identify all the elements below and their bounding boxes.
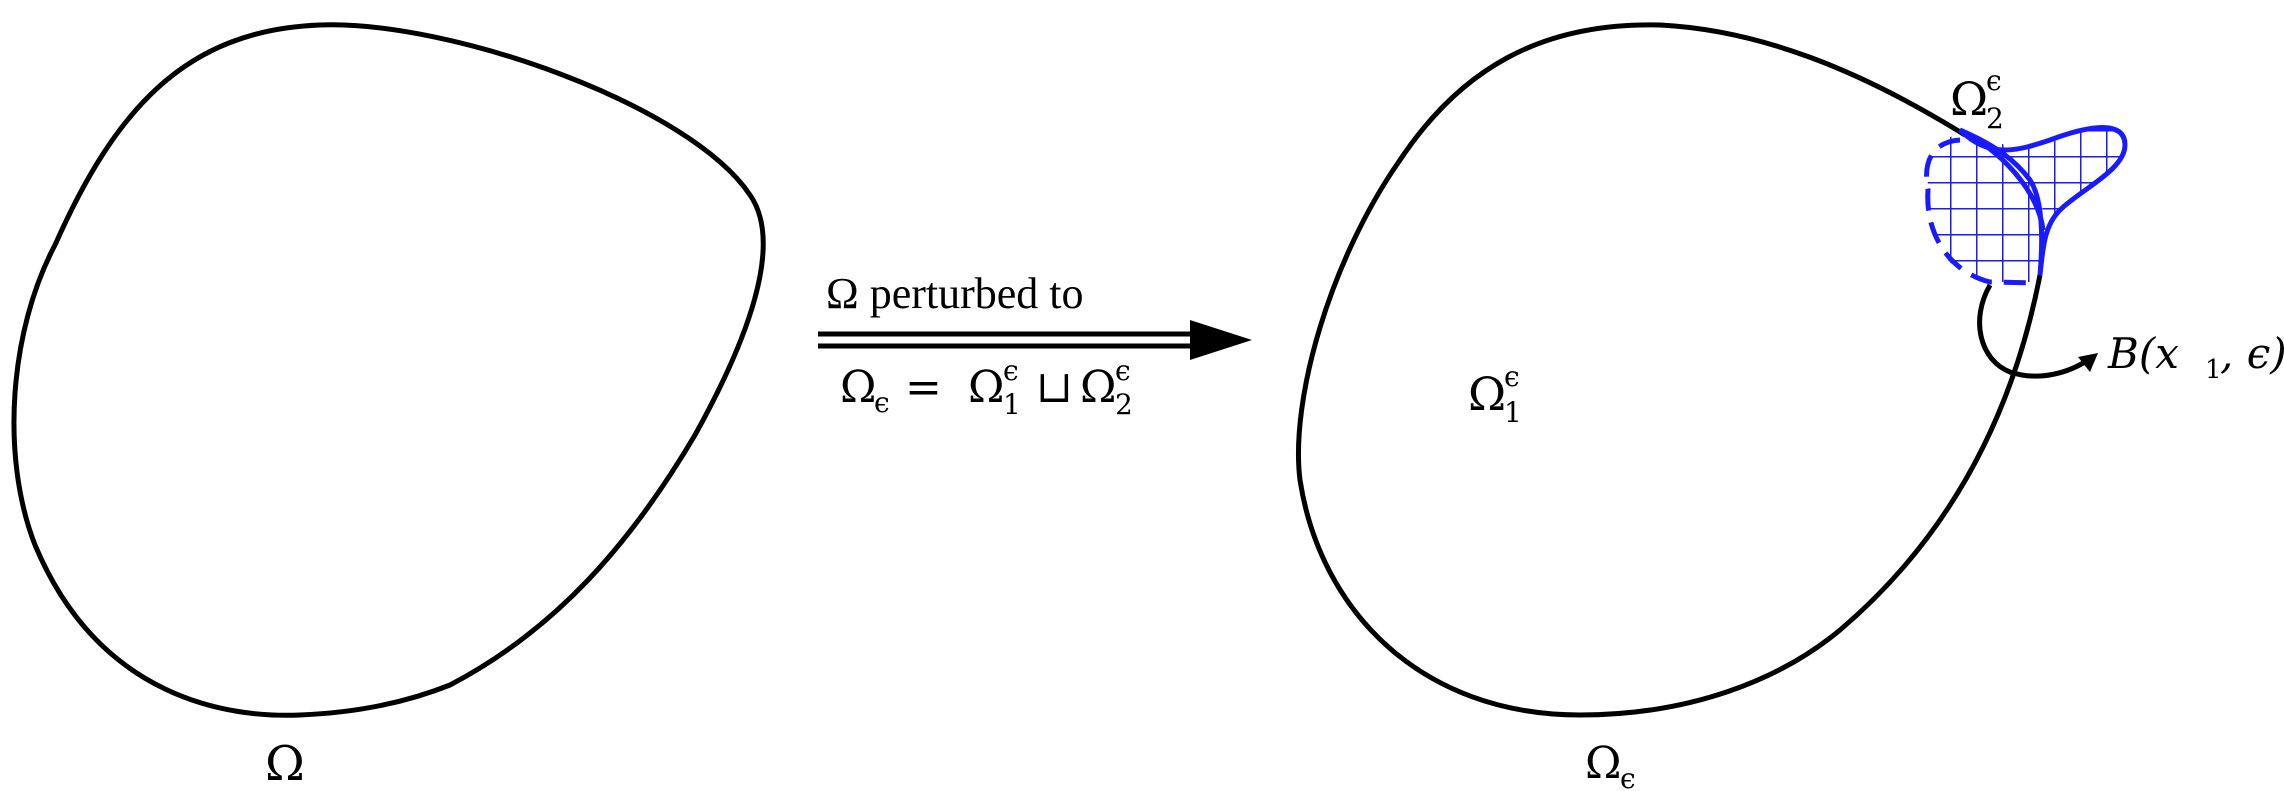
omega-eps-domain-boundary — [1295, 22, 2043, 718]
ball-pointer-arrowhead — [2078, 353, 2098, 372]
omega-eps-base: Ω — [1585, 738, 1621, 789]
formula-op: ⊔ — [1036, 362, 1073, 413]
ball-pointer-curve — [1977, 283, 2090, 379]
omega2-sup: ϵ — [1986, 64, 2002, 97]
formula-b-sup: ϵ — [1115, 354, 1131, 387]
omega-eps-label: Ω ϵ — [1585, 738, 1636, 791]
omega1-sup: ϵ — [1504, 360, 1520, 393]
omega1-sub: 1 — [1504, 396, 1522, 429]
arrow-top-label: Ω perturbed to — [826, 269, 1084, 318]
ball-label: B(x 1 , ϵ) — [2107, 329, 2284, 385]
ball-label-main: B(x — [2107, 329, 2179, 378]
omega2-boundary — [1958, 125, 2128, 276]
formula-b-sub: 2 — [1115, 388, 1133, 421]
omega2-base: Ω — [1950, 72, 1988, 126]
formula-a-base: Ω — [968, 362, 1004, 413]
formula-b-base: Ω — [1080, 362, 1116, 413]
omega-domain-boundary — [11, 22, 766, 718]
ball-label-sub: 1 — [2205, 355, 2222, 385]
omega2-sub: 2 — [1986, 102, 2004, 135]
ball-dashed-boundary — [1924, 137, 2039, 286]
omega1-label: Ω ϵ 1 — [1468, 360, 1522, 429]
arrow-bottom-formula: Ω ϵ = Ω ϵ 1 ⊔ Ω ϵ 2 — [840, 354, 1133, 421]
ball-label-rest: , ϵ) — [2220, 329, 2284, 378]
omega2-label: Ω ϵ 2 — [1950, 64, 2004, 135]
formula-a-sup: ϵ — [1003, 354, 1019, 387]
formula-a-sub: 1 — [1003, 388, 1021, 421]
formula-eq: = — [905, 362, 942, 413]
omega-eps-sub: ϵ — [1620, 762, 1636, 791]
formula-lhs-base: Ω — [840, 362, 876, 413]
formula-lhs-sub: ϵ — [874, 386, 890, 419]
main-arrow-head — [1190, 320, 1252, 360]
omega1-base: Ω — [1468, 367, 1506, 421]
omega2-inner-boundary — [1958, 127, 2046, 231]
omega-label: Ω — [265, 736, 305, 791]
